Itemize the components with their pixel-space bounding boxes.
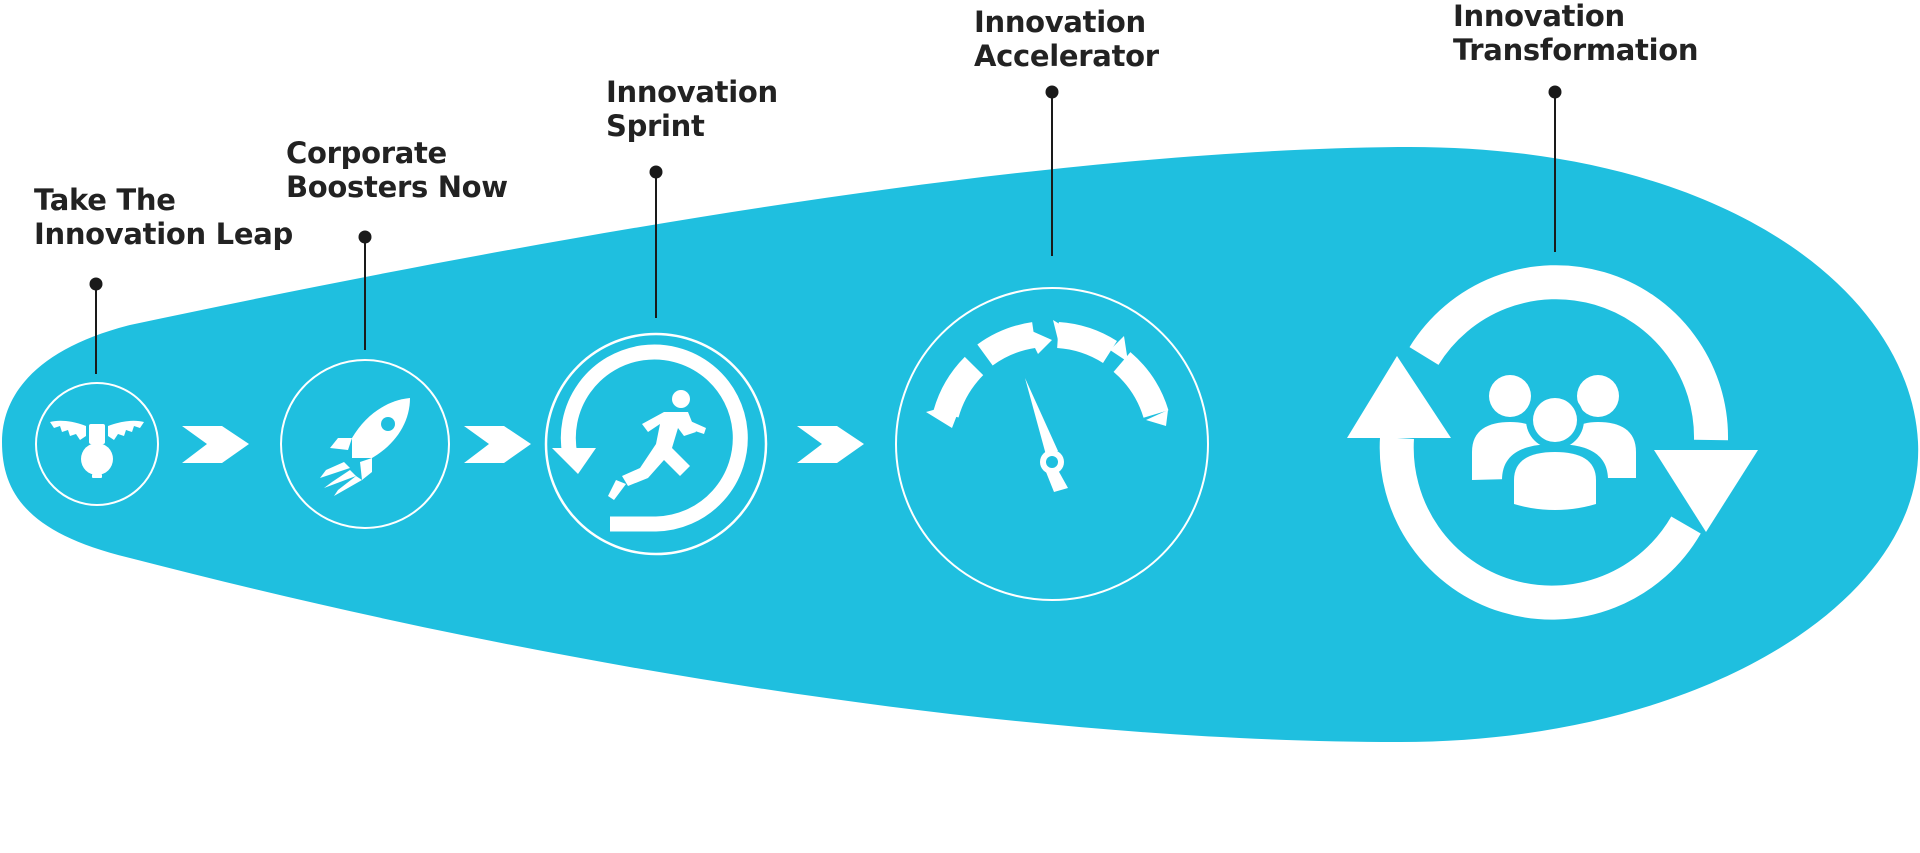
speedometer-icon (926, 320, 1169, 492)
stage-1-icon (35, 382, 159, 506)
rocket-icon (320, 398, 410, 496)
stage-3-label-line1: Innovation (606, 75, 778, 109)
running-person-icon (552, 344, 748, 532)
teardrop-background (2, 146, 1919, 743)
team-cycle-icon (1347, 265, 1758, 620)
winged-lightbulb-icon (50, 420, 144, 478)
chevron-arrow-icon-2 (464, 426, 531, 463)
connector-4 (1045, 85, 1059, 256)
stage-3-icon (544, 332, 768, 556)
stage-4-label-line1: Innovation (974, 5, 1146, 39)
stage-1-label-line1: Take The (34, 183, 176, 217)
stage-5-icon (1347, 265, 1758, 620)
stage-1-label-line2: Innovation Leap (34, 217, 293, 251)
stage-4-label: Innovation Accelerator (974, 5, 1159, 73)
chevron-arrow-icon-3 (797, 426, 864, 463)
stage-5-label-line1: Innovation (1453, 0, 1625, 33)
connector-1 (89, 277, 103, 374)
stage-3-label-line2: Sprint (606, 109, 705, 143)
stage-3-label: Innovation Sprint (606, 75, 778, 143)
stage-2-label-line2: Boosters Now (286, 170, 508, 204)
stage-2-label-line1: Corporate (286, 136, 447, 170)
stage-4-icon (895, 287, 1209, 601)
chevron-arrow-icon-1 (182, 426, 249, 463)
stage-5-label-line2: Transformation (1453, 33, 1699, 67)
connector-5 (1548, 85, 1562, 252)
connector-2 (358, 230, 372, 350)
stage-5-label: Innovation Transformation (1453, 0, 1698, 67)
stage-2-icon (280, 359, 450, 529)
stage-2-label: Corporate Boosters Now (286, 136, 508, 204)
stage-4-label-line2: Accelerator (974, 39, 1159, 73)
stage-1-label: Take The Innovation Leap (34, 183, 293, 251)
connector-3 (649, 165, 663, 318)
